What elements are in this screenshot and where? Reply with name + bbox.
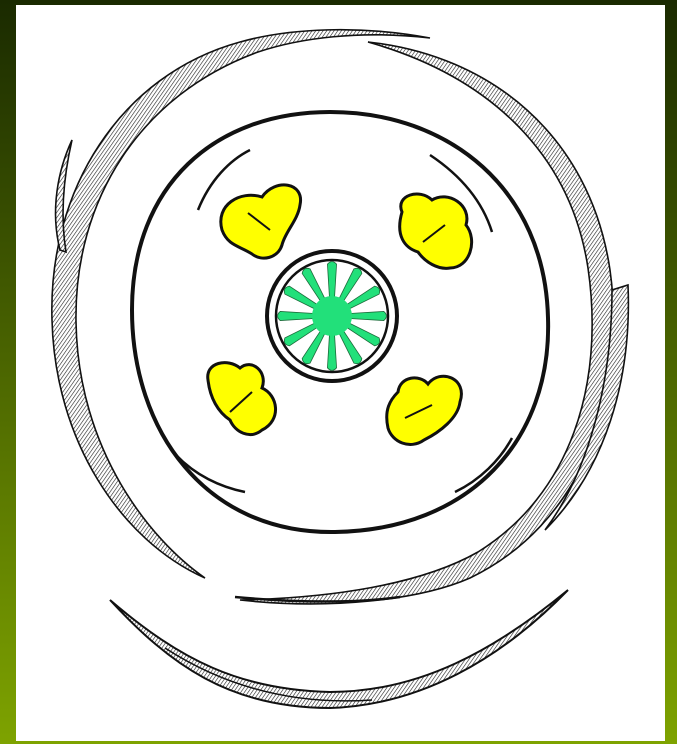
- ovary: [267, 251, 397, 381]
- ovary-center: [312, 296, 352, 336]
